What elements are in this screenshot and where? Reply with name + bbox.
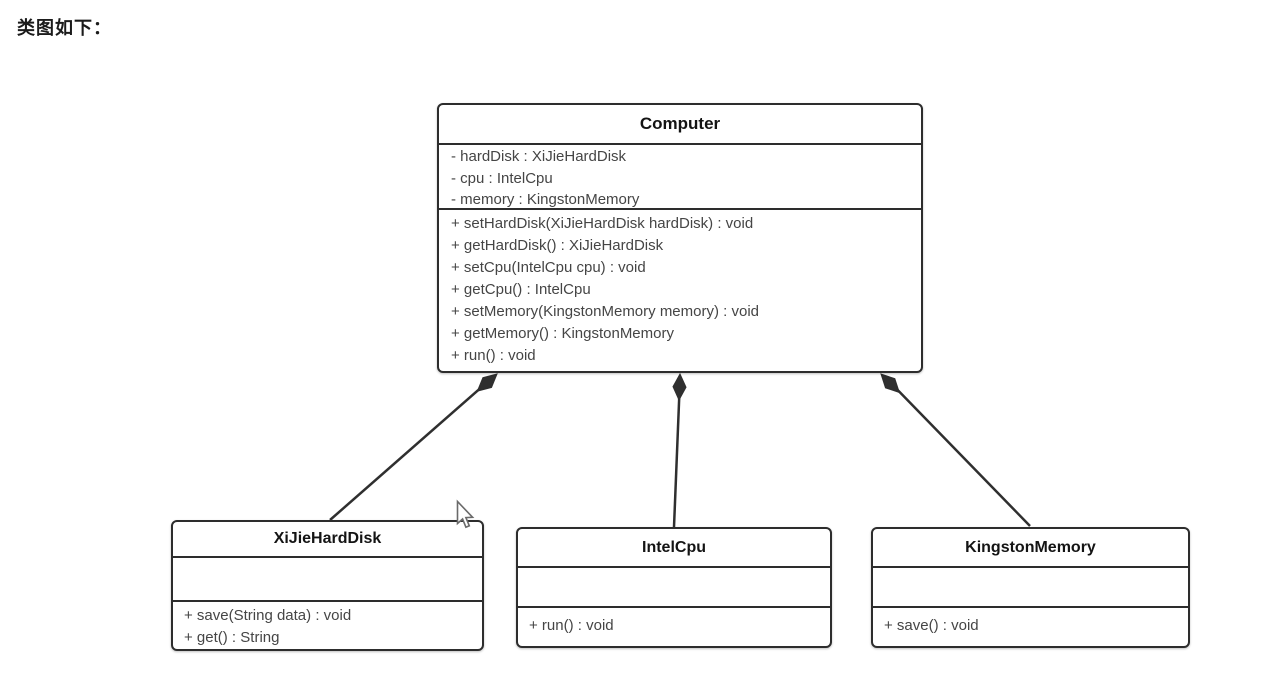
class-attribute: - memory : KingstonMemory: [451, 191, 640, 208]
class-methods-compartment: + run() : void: [518, 606, 830, 646]
class-method: + save(String data) : void: [184, 607, 352, 624]
class-method: + save() : void: [884, 617, 979, 634]
class-title: XiJieHardDisk: [273, 530, 382, 547]
class-method: + getMemory() : KingstonMemory: [451, 325, 674, 342]
class-methods-compartment: + save() : void: [873, 606, 1188, 646]
class-title: KingstonMemory: [965, 539, 1096, 556]
class-box-xijieharddisk: XiJieHardDisk + save(String data) : void…: [171, 520, 484, 651]
class-box-computer: Computer - hardDisk : XiJieHardDisk - cp…: [437, 103, 923, 373]
class-attribute: - cpu : IntelCpu: [451, 169, 553, 187]
class-method: + setMemory(KingstonMemory memory) : voi…: [451, 303, 759, 320]
class-box-kingstonmemory: KingstonMemory + save() : void: [871, 527, 1190, 648]
class-box-intelcpu: IntelCpu + run() : void: [516, 527, 832, 648]
class-attributes-compartment: [173, 556, 482, 600]
class-method: + run() : void: [451, 347, 536, 364]
composition-diamond-icon: [880, 373, 901, 394]
class-method: + run() : void: [529, 617, 614, 634]
class-methods-compartment: + setHardDisk(XiJieHardDisk hardDisk) : …: [439, 208, 921, 371]
class-method: + get() : String: [184, 629, 280, 646]
class-attributes-compartment: [873, 566, 1188, 606]
class-method: + setCpu(IntelCpu cpu) : void: [451, 259, 646, 276]
class-title: Computer: [639, 114, 721, 133]
class-methods-compartment: + save(String data) : void + get() : Str…: [173, 600, 482, 649]
composition-diamond-icon: [476, 373, 498, 392]
class-method: + setHardDisk(XiJieHardDisk hardDisk) : …: [451, 215, 754, 232]
class-attributes-compartment: - hardDisk : XiJieHardDisk - cpu : Intel…: [439, 143, 921, 208]
class-attributes-compartment: [518, 566, 830, 606]
composition-line-cpu: [672, 377, 682, 528]
class-method: + getCpu() : IntelCpu: [451, 281, 591, 298]
class-title: IntelCpu: [642, 539, 706, 556]
class-attribute: - hardDisk : XiJieHardDisk: [451, 148, 627, 165]
page-heading: 类图如下：: [17, 18, 112, 38]
class-method: + getHardDisk() : XiJieHardDisk: [451, 237, 664, 254]
composition-diamond-icon: [672, 372, 687, 402]
composition-line-harddisk: [329, 377, 493, 521]
composition-line-memory: [885, 377, 1031, 527]
